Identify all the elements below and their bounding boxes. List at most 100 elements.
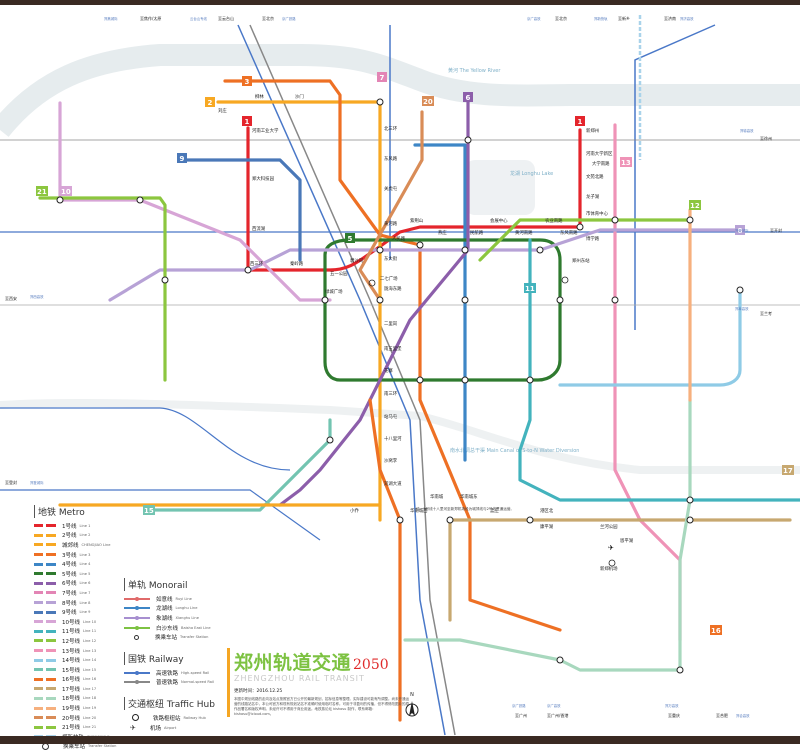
- svg-text:3: 3: [245, 78, 250, 86]
- legend-label-en: Line 2: [79, 533, 91, 538]
- line-swatch: [34, 553, 56, 557]
- station-label: 黄河南路: [515, 229, 533, 236]
- legend-label-zh: 14号线: [62, 658, 80, 665]
- ext-label: 至新乡: [618, 15, 630, 21]
- line-swatch: [34, 725, 56, 729]
- station-label: 河南工业大学: [252, 127, 279, 134]
- ext-pill: 郑焦城际: [104, 16, 118, 21]
- line-6: [278, 98, 470, 507]
- station-label: 西流湖: [252, 225, 266, 232]
- legend-label-en: Line 7: [79, 590, 91, 595]
- station-label: 紫荆山: [410, 217, 423, 224]
- svg-text:9: 9: [180, 155, 185, 163]
- station-label: 碧沙岗: [350, 257, 363, 264]
- station-label: 陇海东路: [384, 285, 402, 292]
- line-swatch: [34, 562, 56, 566]
- svg-text:15: 15: [144, 507, 154, 515]
- line-swatch: [34, 649, 56, 653]
- legend-label-zh: 20号线: [62, 715, 80, 722]
- yellow-river: [0, 44, 800, 137]
- line-swatch: [124, 615, 150, 620]
- ext-label: 至济南: [664, 15, 676, 21]
- longhu-label: 龙湖 Longhu Lake: [510, 170, 553, 177]
- legend-label-en: High-speed Rail: [181, 670, 210, 675]
- canal-label: 南水北调总干渠 Main Canal of S-to-N Water Diver…: [450, 447, 579, 454]
- svg-text:21: 21: [37, 188, 47, 196]
- legend-label-en: Xianghu Line: [175, 615, 199, 620]
- line-7: [613, 123, 682, 642]
- line-swatch: [34, 620, 56, 624]
- legend-label-zh: 15号线: [62, 667, 80, 674]
- svg-text:1: 1: [245, 118, 250, 126]
- ext-label: 至北京: [262, 15, 274, 21]
- svg-text:2: 2: [208, 99, 213, 107]
- legend-label-zh: 12号线: [62, 638, 80, 645]
- line-badge-1-east: 1: [575, 116, 585, 126]
- legend-label-en: Line 6: [79, 581, 91, 586]
- line-badge-11: 11: [524, 283, 536, 293]
- legend-label-en: Line 10: [83, 619, 97, 624]
- station-label: 农业南路: [545, 217, 563, 224]
- line-swatch: [34, 696, 56, 700]
- ext-label: 至徐州: [760, 135, 772, 141]
- line-21: [38, 196, 167, 382]
- station-label: 关虎屯: [384, 185, 398, 192]
- legend-monorail-header: 单轨 Monorail: [124, 578, 215, 591]
- title-en: ZHENGZHOU RAIL TRANSIT: [234, 674, 365, 683]
- legend-label-en: Line 16: [83, 677, 97, 682]
- station-label: 河南大学新区: [586, 150, 613, 157]
- station-label: 文苑北路: [586, 173, 604, 180]
- north-arrow: N: [405, 692, 419, 720]
- legend-label-zh: 5号线: [62, 571, 77, 578]
- external-destinations: 至焦作/太原 郑焦城际 至云台山 云台山专线 至北京 京广铁路 至北京 京广高铁…: [5, 15, 782, 718]
- line-badge-8: 8: [735, 225, 745, 235]
- station-label: 会展中心: [490, 217, 508, 224]
- legend-hub-en: Railway Hub: [183, 715, 206, 720]
- legend-label-zh: 象湖线: [156, 615, 173, 622]
- ext-pill: 郑新快轨: [594, 16, 608, 21]
- ext-pill: 郑开城际: [735, 228, 749, 233]
- station-label: 博学路: [586, 235, 600, 242]
- ext-label: 至重庆: [668, 712, 680, 718]
- legend-label-zh: 6号线: [62, 581, 77, 588]
- svg-text:20: 20: [423, 98, 433, 106]
- station-label: 花寨: [384, 367, 393, 374]
- station-label: 刘庄: [218, 107, 227, 114]
- legend-label-en: Baisha East Line: [181, 625, 211, 630]
- legend-label-en: Line 20: [83, 715, 97, 720]
- svg-text:5: 5: [348, 235, 353, 243]
- line-badge-7: 7: [377, 72, 387, 82]
- station-label: 恩平湖: [620, 537, 634, 544]
- legend-label-en: Line 21: [83, 725, 97, 730]
- canal: [0, 398, 800, 474]
- ext-label: 至开封: [770, 227, 782, 233]
- legend-monorail-transfer: 换乘车站 Transfer Station: [124, 632, 215, 642]
- line-2: [216, 100, 382, 522]
- line-swatch: [34, 658, 56, 662]
- station-label: 双湖大道: [384, 480, 402, 487]
- ext-label: 至登封: [5, 479, 17, 485]
- line-badge-12: 12: [689, 200, 701, 210]
- ext-pill: 京广高铁: [547, 703, 561, 708]
- station-label: 燕庄: [438, 229, 447, 236]
- svg-text:17: 17: [783, 467, 793, 475]
- north-label: N: [410, 692, 414, 698]
- svg-text:8: 8: [738, 227, 743, 235]
- legend-label-en: Line 12: [83, 638, 97, 643]
- line-badge-16: 16: [710, 625, 722, 635]
- ext-label: 至云台山: [218, 15, 234, 21]
- station-label: 柳林: [255, 93, 264, 100]
- station-label: 绿城广场: [325, 288, 343, 295]
